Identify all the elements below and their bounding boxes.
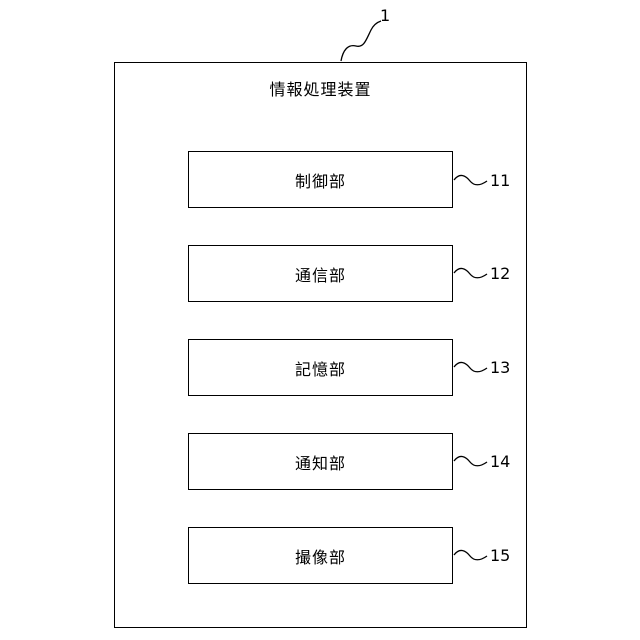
communication-unit-label: 通信部 bbox=[295, 262, 346, 286]
storage-unit-ref-number: 13 bbox=[490, 360, 510, 376]
communication-unit-box: 通信部 bbox=[188, 245, 453, 302]
imaging-unit-box: 撮像部 bbox=[188, 527, 453, 584]
storage-unit-label: 記憶部 bbox=[295, 356, 346, 380]
notification-unit-box: 通知部 bbox=[188, 433, 453, 490]
control-unit-box: 制御部 bbox=[188, 151, 453, 208]
imaging-unit-ref-number: 15 bbox=[490, 548, 510, 564]
device-ref-number: 1 bbox=[380, 8, 390, 24]
device-title: 情報処理装置 bbox=[114, 76, 527, 100]
storage-unit-box: 記憶部 bbox=[188, 339, 453, 396]
notification-unit-ref-number: 14 bbox=[490, 454, 510, 470]
communication-unit-ref-number: 12 bbox=[490, 266, 510, 282]
notification-unit-label: 通知部 bbox=[295, 450, 346, 474]
imaging-unit-label: 撮像部 bbox=[295, 544, 346, 568]
control-unit-ref-number: 11 bbox=[490, 173, 510, 189]
device-leader-line bbox=[341, 21, 381, 61]
control-unit-label: 制御部 bbox=[295, 168, 346, 192]
